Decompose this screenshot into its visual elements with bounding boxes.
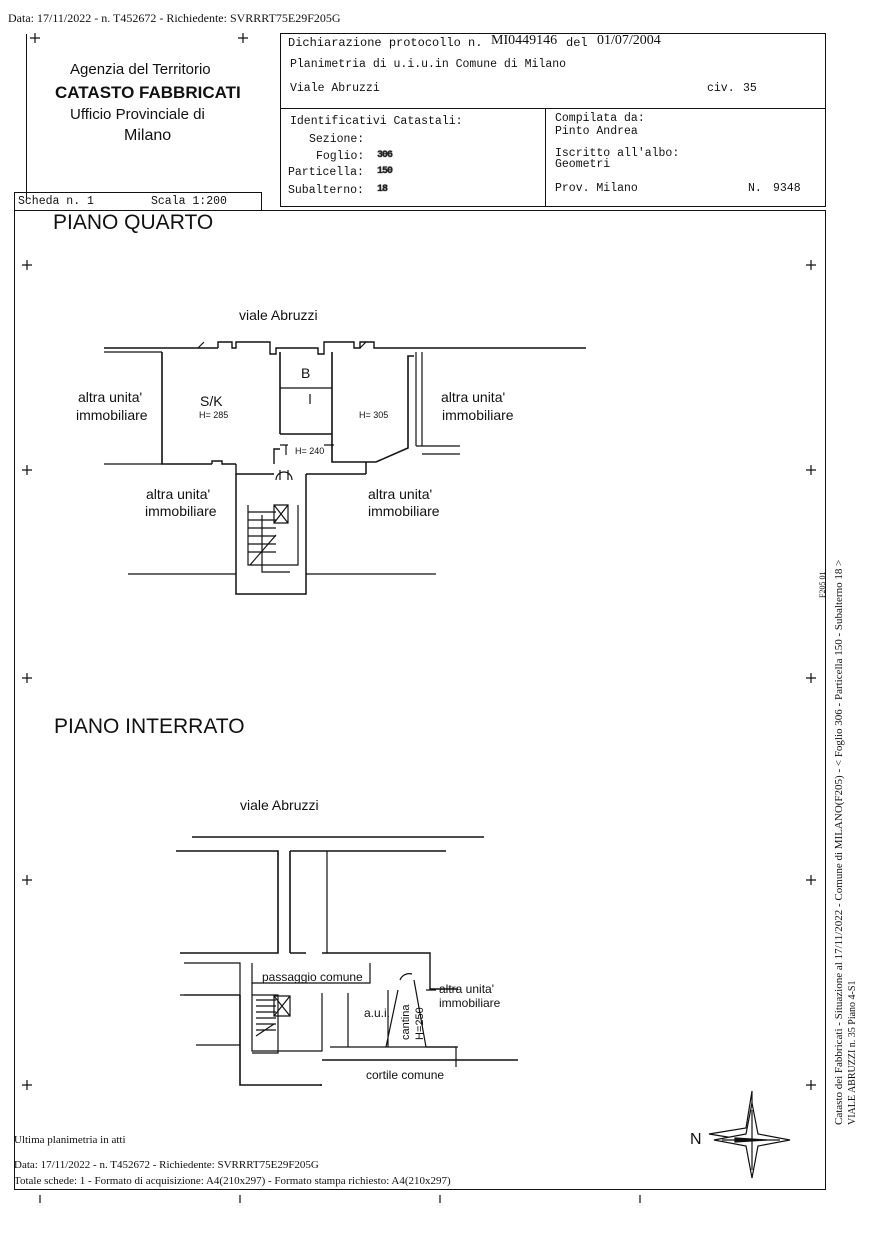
pq-room-right-height: H= 305 xyxy=(359,410,389,420)
subalterno-label: Subalterno: xyxy=(288,184,364,197)
civ-value: 35 xyxy=(743,82,757,95)
identificativi-heading: Identificativi Catastali: xyxy=(290,115,463,128)
agency-name: Agenzia del Territorio xyxy=(70,61,211,78)
pi-aui: a.u.i. xyxy=(364,1006,391,1020)
prov-text: Prov. Milano xyxy=(555,182,638,195)
pi-passage: passaggio comune xyxy=(262,970,363,984)
pi-other-unit-1: altra unita' xyxy=(439,982,494,996)
particella-label: Particella: xyxy=(288,166,364,179)
compass-north-label: N xyxy=(690,1131,702,1148)
pi-other-unit-2: immobiliare xyxy=(439,996,501,1010)
compilata-name: Pinto Andrea xyxy=(555,125,638,138)
pq-street-label: viale Abruzzi xyxy=(239,307,318,323)
protocol-date: 01/07/2004 xyxy=(597,33,661,48)
pq-bottom-right-unit-1: altra unita' xyxy=(368,486,433,502)
pq-room-bath: B xyxy=(301,365,311,381)
n-label: N. xyxy=(748,182,762,195)
pq-bottom-right-unit-2: immobiliare xyxy=(368,503,440,519)
pq-bottom-left-unit-1: altra unita' xyxy=(146,486,211,502)
albo-value: Geometri xyxy=(555,158,611,171)
plan-text: Planimetria di u.i.u.in Comune di Milano xyxy=(290,58,567,71)
street-text: Viale Abruzzi xyxy=(290,82,380,95)
side-situation-text: Catasto dei Fabbricati - Situazione al 1… xyxy=(833,559,845,1125)
subalterno-value: 18 xyxy=(377,184,388,195)
agency-office: CATASTO FABBRICATI xyxy=(55,83,241,102)
agency-block xyxy=(26,34,282,200)
scheda-label: Scheda n. 1 xyxy=(18,195,94,208)
footer-last-plan: Ultima planimetria in atti xyxy=(14,1134,126,1146)
compass-rose-icon xyxy=(720,1102,721,1103)
side-address-text: VIALE ABRUZZI n. 35 Piano 4-S1 xyxy=(847,980,858,1125)
compilata-label: Compilata da: xyxy=(555,112,645,125)
n-value: 9348 xyxy=(773,182,801,195)
pq-hall-height: H= 240 xyxy=(295,446,325,456)
footer-totals: Totale schede: 1 - Formato di acquisizio… xyxy=(14,1175,451,1187)
divider xyxy=(545,108,546,207)
pq-room-sk: S/K xyxy=(200,393,223,409)
sezione-label: Sezione: xyxy=(309,133,365,146)
piano-interrato-title: PIANO INTERRATO xyxy=(54,715,245,738)
pq-bottom-left-unit-2: immobiliare xyxy=(145,503,217,519)
pi-cantina-height: H=250 xyxy=(414,1007,426,1040)
pi-cantina: cantina xyxy=(400,1004,412,1040)
foglio-value: 306 xyxy=(377,150,393,161)
pq-right-unit-1: altra unita' xyxy=(441,389,506,405)
protocol-label: Dichiarazione protocollo n. xyxy=(288,36,483,50)
pq-right-unit-2: immobiliare xyxy=(442,407,514,423)
albo-label: Iscritto all'albo: xyxy=(555,147,680,160)
pq-left-unit-1: altra unita' xyxy=(78,389,143,405)
side-stamp: F205 01 xyxy=(818,571,827,598)
scheda-scale: Scala 1:200 xyxy=(151,195,227,208)
date-label: del xyxy=(566,36,588,50)
pi-courtyard: cortile comune xyxy=(366,1068,445,1082)
agency-city: Milano xyxy=(124,127,172,144)
agency-subtitle: Ufficio Provinciale di xyxy=(70,106,205,123)
piano-quarto-title: PIANO QUARTO xyxy=(53,211,214,234)
divider xyxy=(280,108,826,109)
particella-value: 150 xyxy=(377,166,393,177)
footer-data-line: Data: 17/11/2022 - n. T452672 - Richiede… xyxy=(14,1159,319,1171)
foglio-label: Foglio: xyxy=(316,150,365,163)
pi-street-label: viale Abruzzi xyxy=(240,797,319,813)
drawing-frame xyxy=(14,210,826,1190)
pq-room-sk-height: H= 285 xyxy=(199,410,229,420)
civ-label: civ. xyxy=(707,82,735,95)
pq-left-unit-2: immobiliare xyxy=(76,407,148,423)
declaration-box xyxy=(280,33,826,207)
protocol-number: MI0449146 xyxy=(491,33,558,48)
top-data-line: Data: 17/11/2022 - n. T452672 - Richiede… xyxy=(8,11,341,25)
